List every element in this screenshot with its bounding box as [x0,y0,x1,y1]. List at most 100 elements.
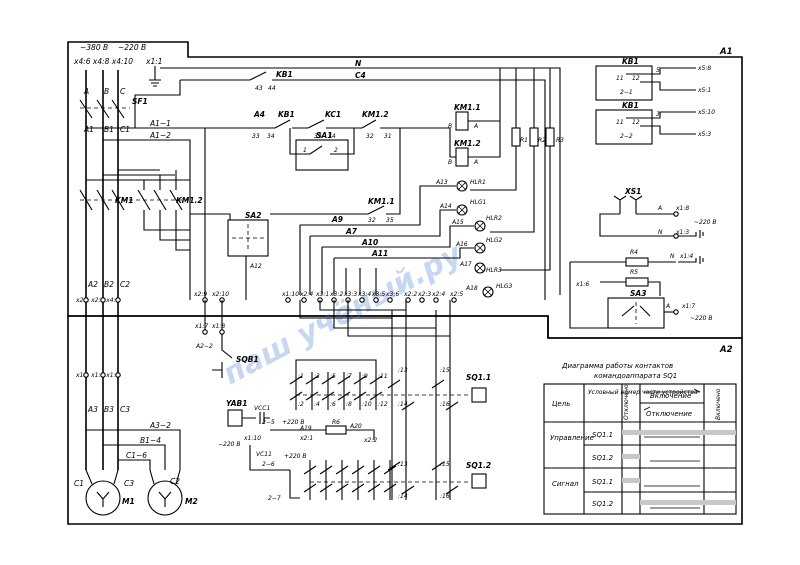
km11-b: B [448,123,452,130]
term [202,329,208,335]
sq-table-title: Диаграмма работы контактов [561,362,673,370]
sa1-n1: 1 [303,147,307,154]
a10-label: A10 [361,238,378,247]
svg-text::16: :16 [440,493,450,500]
x110-label: x1:10 [243,435,261,442]
c4-wire [180,79,546,300]
svg-text:x3:3: x3:3 [343,291,357,298]
m1-c1-label: C1 [74,479,84,488]
xs1-label: XS1 [624,187,641,196]
svg-text:x2:3: x2:3 [417,291,431,298]
kb1-r2-n11: 11 [616,119,624,126]
sq-row-4: SQ1.2 [592,500,614,508]
svg-text:HLG1: HLG1 [470,199,486,206]
svg-text:x2:5: x2:5 [449,291,463,298]
term [673,233,679,239]
svg-text::14: :14 [398,401,408,408]
sq-state-bar [622,478,640,483]
sa3-220-label: ~220 В [690,315,713,322]
x17-lower-label: x1:7 [194,323,208,330]
r5-label: R5 [630,269,638,276]
term [219,329,225,335]
sq-group-signal: Сигнал [552,480,579,488]
km12-coil-label: KM1.2 [454,139,481,148]
km11-coil [455,111,469,131]
xs1-n: N [658,229,663,236]
kb1-relay-2 [595,109,653,145]
svg-text::6: :6 [330,401,336,408]
phase-b-label: B [104,87,109,96]
frame-a2-label: A2 [719,345,733,355]
x21-label: x2:1 [299,435,313,442]
svg-text:HLG3: HLG3 [496,283,513,290]
sa3-a: A [665,303,670,310]
vc11-label: VC11 [256,451,272,458]
sa1-switch [289,128,355,155]
sa1-label: SA1 [316,131,332,140]
km11-ctrl-label: KM1.1 [368,197,395,206]
frame-a2 [67,315,743,525]
term [115,297,121,303]
x-a2-terminals: x2:1 x2:3 x4:6 [75,297,120,304]
motor-m1-label: M1 [122,497,135,506]
x51-label: x5:1 [697,87,711,94]
phase-a3-label: A3 [87,405,98,414]
r4-label: R4 [630,249,638,256]
a11-wire [334,247,474,259]
svg-text:x3:2: x3:2 [329,291,343,298]
kb1-r1-n11: 11 [616,75,624,82]
c16-label: C1−6 [126,451,147,460]
resistor-r3 [545,127,555,147]
svg-text:A17: A17 [459,261,472,268]
svg-text::7: :7 [346,373,352,380]
n26-label: 2−6 [262,461,275,468]
resistors-top-wire [515,68,551,128]
r4-wire [569,261,676,329]
sq-table-subtitle: командоаппарата SQ1 [594,372,677,380]
sa2-wire [190,213,247,300]
km12-coil [455,147,469,167]
phase-b2-label: B2 [104,280,114,289]
motor-m2 [147,480,183,516]
svg-text::13: :13 [398,461,408,468]
term [83,372,89,378]
resistors-bottom-wire [470,146,551,271]
kb1-ctrl-label: KB1 [278,110,295,119]
sa2-cross [232,224,264,252]
xs1-a: A [657,205,662,212]
sq-row-arrows [644,436,700,509]
n33b-label: 33 [314,133,322,140]
motor-m1 [85,480,121,516]
kb1-r1-wire [626,67,696,91]
sq-col-number: Условный номер части устройства [588,389,698,396]
phase-a2-label: A2 [87,280,98,289]
sa1-box [295,139,349,171]
control-taps [86,127,206,300]
term [100,372,106,378]
term [100,297,106,303]
km1-label: KM1 [115,196,134,205]
x53-label: x5:3 [697,131,711,138]
phase-b3-label: B3 [104,405,114,414]
svg-text:HLR1: HLR1 [470,179,486,186]
sq-contacts-right: :13 :14 :15 :16 :13 :14 :15 :16 [387,300,459,500]
motor-m2-star [158,491,172,507]
resistor-r5 [625,277,649,287]
n27-label: 2−7 [268,495,281,502]
a32-label: A3−2 [149,421,171,430]
yab1-coil [227,409,243,427]
a11-ctrl-label: A11 [371,249,388,258]
svg-text::9: :9 [362,373,368,380]
m1-c3-label: C3 [124,479,134,488]
sq-table-grid [544,384,736,514]
kb1-r2-n12: 12 [632,119,640,126]
xs1-socket [613,195,643,214]
kb1-r1-n5: 5 [656,67,660,74]
sf1-label: SF1 [132,97,148,106]
svg-text:x3:4: x3:4 [357,291,371,298]
svg-text::4: :4 [314,401,320,408]
